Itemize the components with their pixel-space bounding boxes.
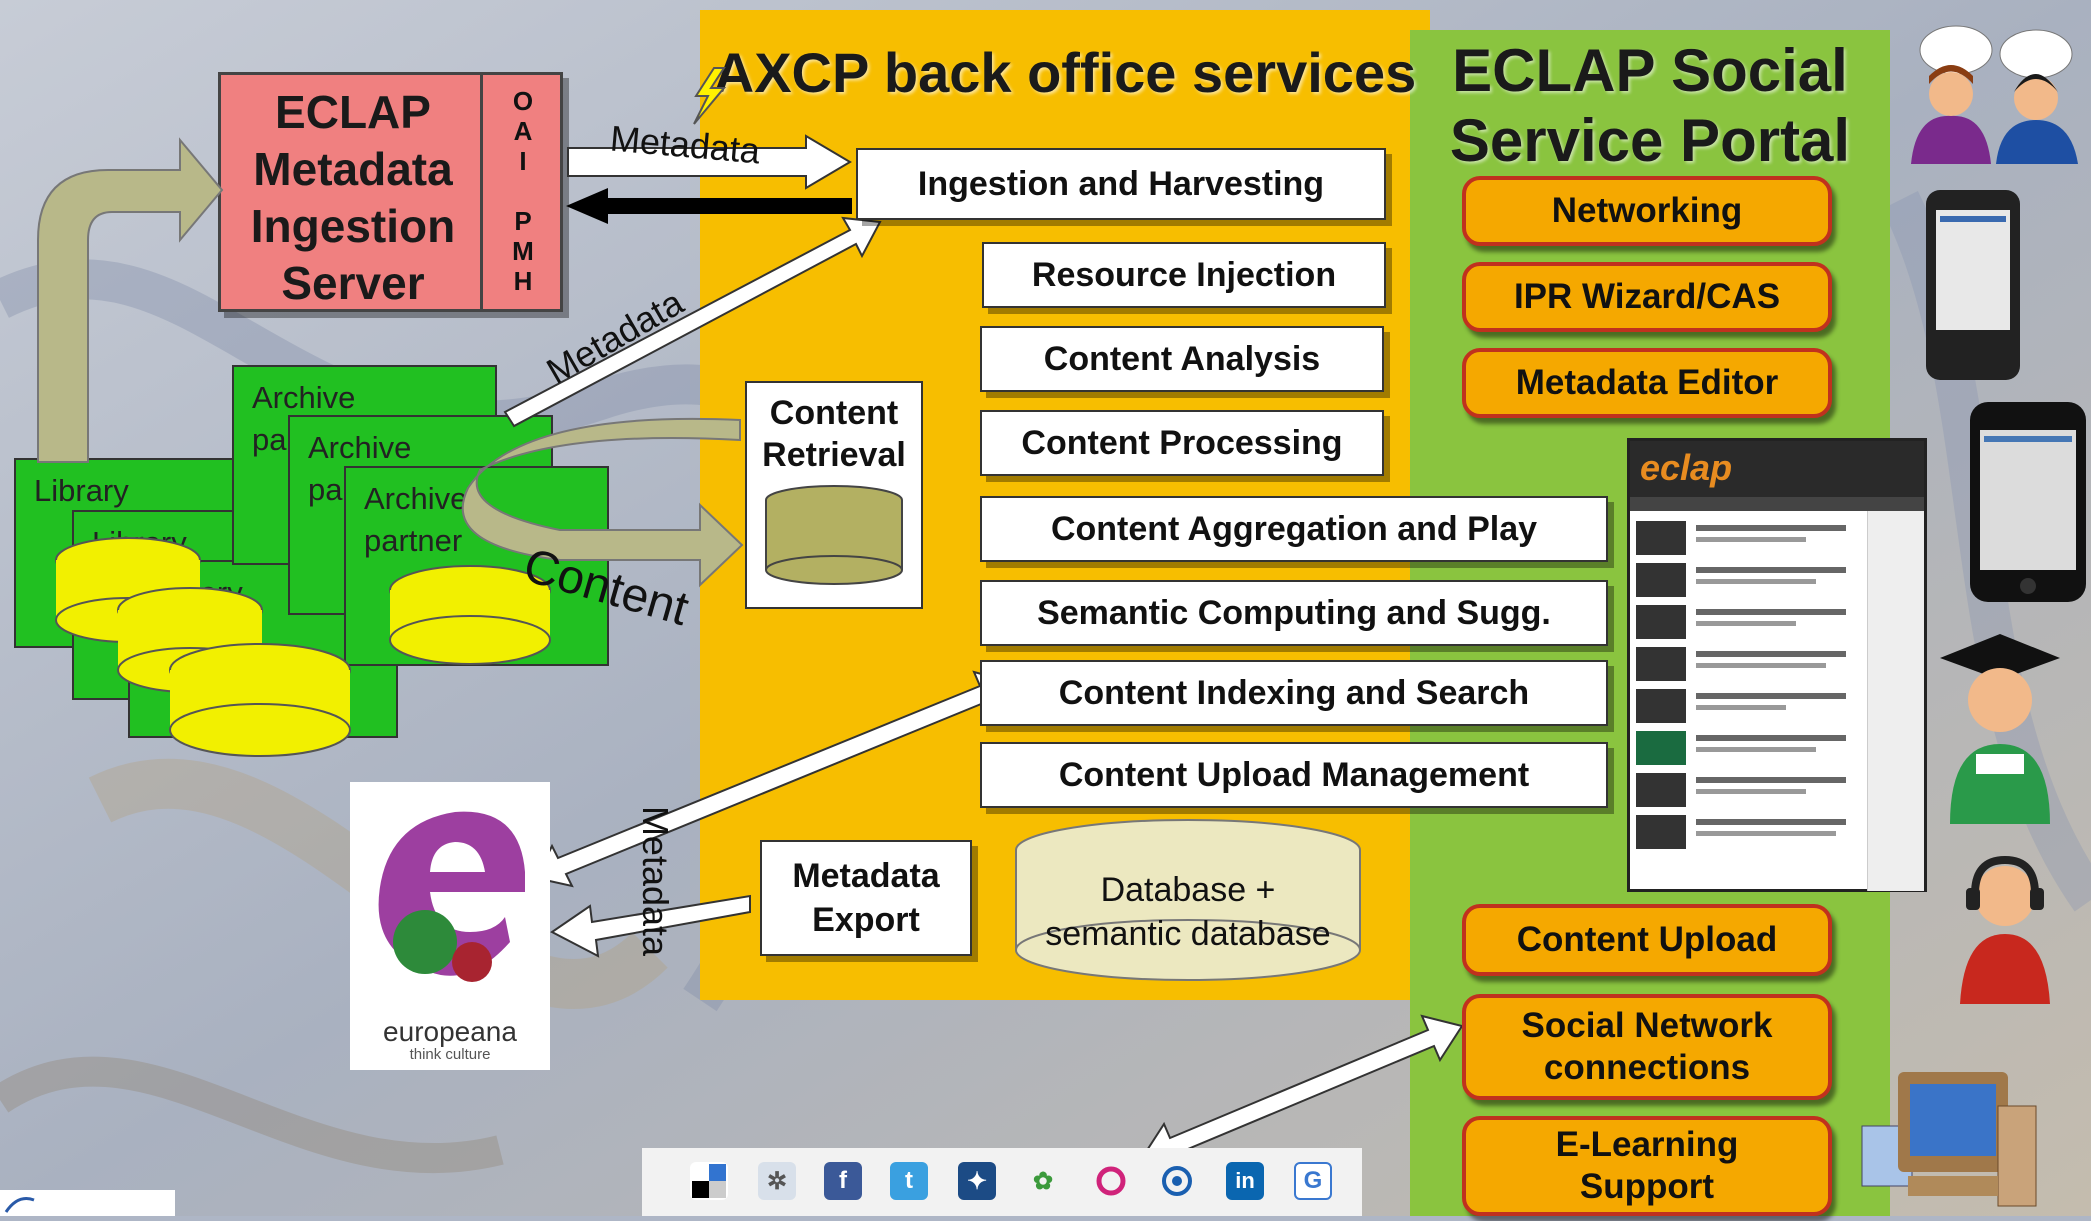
archive-cylinders (389, 565, 551, 665)
oai-letter: P (514, 206, 532, 236)
metadata-vertical-label: Metadata (635, 805, 677, 957)
smartphone-icon (1926, 190, 2020, 380)
metadata-export-line2: Export (812, 901, 920, 939)
content-retrieval-label: Content Retrieval (746, 392, 922, 476)
iphone-icon (1970, 402, 2086, 602)
oai-letter: H (513, 266, 533, 296)
metadata-diagonal-arrow (503, 216, 882, 428)
orkut-icon[interactable] (1092, 1162, 1130, 1200)
oai-letter: O (512, 86, 534, 116)
export-arrow (550, 894, 751, 958)
content-retrieval-line1: Content (769, 394, 899, 432)
service-content-indexing: Content Indexing and Search (980, 660, 1608, 726)
service-resource-injection: Resource Injection (982, 242, 1386, 308)
desktop-computer-icon (1861, 1072, 2037, 1207)
module-content-upload: Content Upload (1462, 904, 1832, 976)
europeana-logo-card (350, 782, 550, 1070)
partner-label: pa (308, 472, 343, 507)
europeana-name: europeana (383, 1016, 517, 1047)
service-content-upload-management: Content Upload Management (980, 742, 1608, 808)
graduate-student-icon (1940, 634, 2060, 824)
ingestion-title-line: Metadata (253, 143, 453, 195)
service-content-processing: Content Processing (980, 410, 1384, 476)
linkedin-icon[interactable]: in (1226, 1162, 1264, 1200)
screenshot-content (1636, 521, 1846, 849)
partner-label: Archive (364, 481, 468, 516)
ingestion-title-line: ECLAP (275, 86, 431, 138)
google-icon[interactable]: G (1294, 1162, 1332, 1200)
harvest-arrow-left (566, 188, 852, 224)
partial-logo (0, 1190, 175, 1216)
content-retrieval-line2: Retrieval (762, 436, 906, 474)
service-content-aggregation: Content Aggregation and Play (980, 496, 1608, 562)
content-arrow (461, 417, 744, 588)
oai-letter: I (519, 146, 527, 176)
module-metadata-editor: Metadata Editor (1462, 348, 1832, 418)
portal-screenshot: eclap (1627, 438, 1927, 892)
metadata-arrow-right (567, 134, 852, 190)
ingestion-server-box (218, 72, 563, 312)
delicious-icon[interactable] (690, 1162, 728, 1200)
oai-letter: M (512, 236, 534, 266)
screenshot-logo: eclap (1640, 447, 1733, 488)
oai-letter: A (513, 116, 533, 146)
facebook-icon[interactable]: f (824, 1162, 862, 1200)
harvest-arrow (37, 137, 224, 463)
netlog-icon[interactable]: ✿ (1024, 1162, 1062, 1200)
ingestion-title-line: Ingestion (250, 200, 456, 252)
partner-label: Archive (252, 380, 356, 415)
module-networking: Networking (1462, 176, 1832, 246)
plurk-icon[interactable] (1158, 1162, 1196, 1200)
module-elearning: E-Learning Support (1462, 1116, 1832, 1216)
module-social-network: Social Network connections (1462, 994, 1832, 1100)
partner-label: partner (364, 523, 463, 558)
myspace-icon[interactable]: ✦ (958, 1162, 996, 1200)
ingestion-server-title: ECLAP Metadata Ingestion Server (228, 84, 478, 312)
database-label: Database + semantic database (1016, 868, 1360, 956)
headset-user-icon (1960, 855, 2050, 1004)
partner-label: pa (252, 422, 287, 457)
digg-icon[interactable]: ✲ (758, 1162, 796, 1200)
chatting-people-icon (1911, 25, 2078, 164)
module-ipr-wizard: IPR Wizard/CAS (1462, 262, 1832, 332)
europeana-logo-icon (378, 811, 525, 982)
service-semantic-computing: Semantic Computing and Sugg. (980, 580, 1608, 646)
social-network-arrow (1140, 1014, 1464, 1170)
library-cylinders (55, 537, 351, 757)
ingestion-title-line: Server (281, 257, 425, 309)
metadata-export-line1: Metadata (792, 857, 940, 895)
lightning-icon (693, 67, 727, 125)
social-title-line2: Service Portal (1449, 107, 1851, 174)
database-line1: Database + (1100, 871, 1276, 909)
social-title-line1: ECLAP Social (1452, 37, 1848, 104)
twitter-icon[interactable]: t (890, 1162, 928, 1200)
metadata-export-box: Metadata Export (760, 840, 972, 956)
axcp-title: AXCP back office services (713, 41, 1417, 104)
oai-pmh-column: O A I P M H (480, 72, 563, 312)
partner-label: Library (34, 473, 129, 508)
database-line2: semantic database (1045, 915, 1331, 953)
partner-label: Archive (308, 430, 412, 465)
service-content-analysis: Content Analysis (980, 326, 1384, 392)
social-portal-title: ECLAP Social Service Portal (1410, 36, 1890, 176)
service-ingestion-harvesting: Ingestion and Harvesting (856, 148, 1386, 220)
europeana-tagline: think culture (409, 1046, 491, 1063)
